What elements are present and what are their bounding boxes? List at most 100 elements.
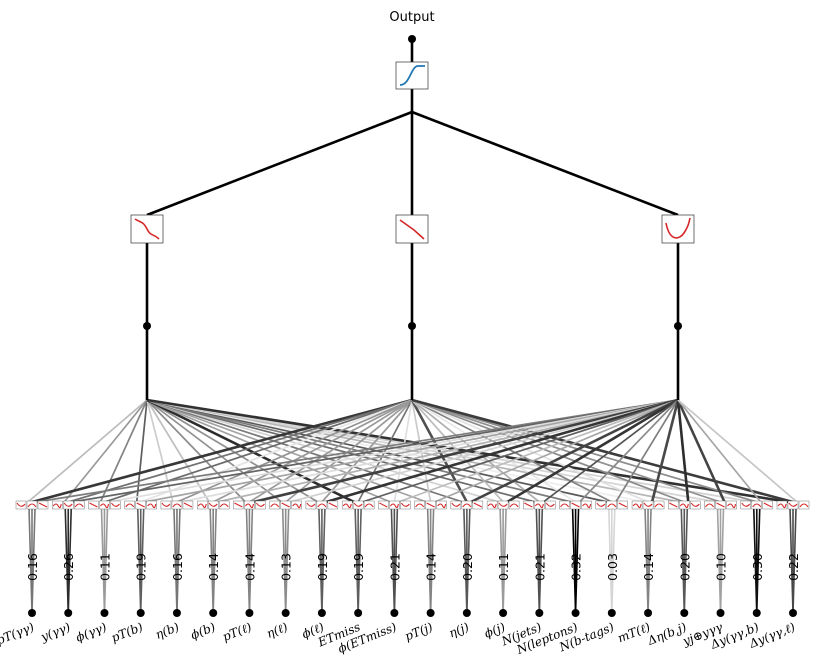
hub-edge: [411, 399, 432, 503]
spline-curve: [669, 502, 678, 508]
hub-edge: [63, 399, 148, 503]
spline-curve: [524, 502, 533, 508]
input-edge: [284, 507, 290, 614]
spline-curve: [208, 502, 218, 507]
spline-glyph: [316, 500, 328, 510]
spline-glyph: [63, 500, 74, 510]
input-node: [28, 609, 36, 617]
importance-value: 0.03: [605, 553, 620, 581]
hub-edge: [289, 399, 679, 503]
hub-edge: [99, 399, 148, 503]
importance-value: 0.32: [569, 553, 584, 581]
spline-curve: [752, 503, 762, 508]
hub-edge: [146, 399, 247, 503]
spline-curve: [607, 503, 617, 508]
input-node: [716, 609, 725, 617]
spline-curve: [643, 502, 653, 507]
importance-value: 0.14: [206, 553, 221, 581]
hub-edge: [542, 399, 679, 503]
hub-edge: [677, 399, 762, 503]
input-node: [499, 609, 508, 617]
input-node: [789, 609, 797, 617]
hidden-activation-curve: [399, 219, 425, 240]
hub-edge: [411, 399, 721, 503]
hub-edge: [67, 399, 413, 503]
hub-edge: [108, 399, 679, 503]
spline-curve: [618, 502, 628, 508]
hub-edge: [411, 399, 758, 503]
spline-glyph: [305, 500, 317, 510]
hub-edge: [248, 399, 413, 503]
spline-glyph: [207, 500, 219, 510]
input-edge: [466, 507, 471, 614]
hidden-node: [408, 322, 416, 330]
input-node: [535, 609, 544, 617]
input-node: [680, 609, 689, 617]
importance-value: 0.14: [242, 553, 257, 581]
spline-curve: [125, 503, 135, 508]
spline-curve: [219, 503, 229, 508]
spline-curve: [292, 503, 302, 509]
importance-value: 0.11: [97, 553, 112, 581]
importance-value: 0.19: [315, 553, 330, 581]
input-edge: [139, 507, 145, 614]
input-edge: [719, 507, 725, 614]
hub-edge: [411, 399, 540, 503]
input-edge: [611, 507, 616, 614]
input-edges: [27, 398, 798, 614]
spline-glyph: [595, 500, 607, 510]
spline-curve: [63, 502, 73, 507]
hub-edge: [144, 399, 679, 503]
spline-curve: [534, 503, 544, 509]
hub-edge: [411, 399, 577, 503]
input-node: [245, 609, 254, 617]
input-edge: [502, 507, 507, 614]
hub-edge: [650, 399, 680, 503]
spline-curve: [690, 502, 700, 507]
spline-curve: [27, 503, 37, 508]
input-node: [354, 609, 363, 617]
hub-edge: [393, 399, 413, 503]
hub-edge: [506, 398, 679, 504]
spline-glyph: [798, 500, 810, 510]
hub-edge: [578, 399, 679, 503]
hub-edge: [285, 399, 413, 503]
hub-edge: [176, 399, 413, 503]
spline-curve: [487, 503, 497, 509]
hub-edge: [104, 399, 413, 503]
hub-edge: [361, 399, 679, 503]
feature-label: η(j): [447, 620, 471, 641]
spline-curve: [415, 503, 425, 508]
spline-glyph: [363, 500, 375, 510]
feature-label: y(γγ): [38, 620, 73, 645]
hub-edge: [411, 399, 649, 503]
output-node: [408, 35, 416, 43]
hub-edge: [212, 399, 413, 503]
spline-curve: [498, 502, 508, 507]
input-edge: [31, 507, 36, 614]
spline-curve: [389, 503, 399, 509]
importance-value: 0.21: [532, 553, 547, 581]
input-node: [209, 609, 218, 617]
spline-curve: [74, 503, 84, 508]
spline-glyph: [559, 500, 570, 510]
spline-curve: [799, 503, 809, 508]
hub-edge: [146, 399, 319, 503]
spline-glyph: [15, 500, 27, 510]
importance-value: 0.19: [134, 553, 149, 581]
spline-curve: [596, 502, 606, 507]
spline-curve: [571, 502, 580, 508]
input-edge: [647, 507, 652, 614]
spline-curve: [426, 502, 435, 508]
input-node: [172, 609, 181, 617]
hub-edge: [72, 399, 679, 503]
spline-curve: [654, 503, 664, 508]
importance-value: 0.20: [460, 553, 475, 581]
importance-value: 0.10: [714, 553, 729, 581]
spline-curve: [281, 502, 290, 508]
input-edge: [574, 507, 580, 614]
hub-edge: [434, 399, 679, 503]
spline-curve: [111, 502, 120, 507]
input-edge: [212, 507, 217, 614]
